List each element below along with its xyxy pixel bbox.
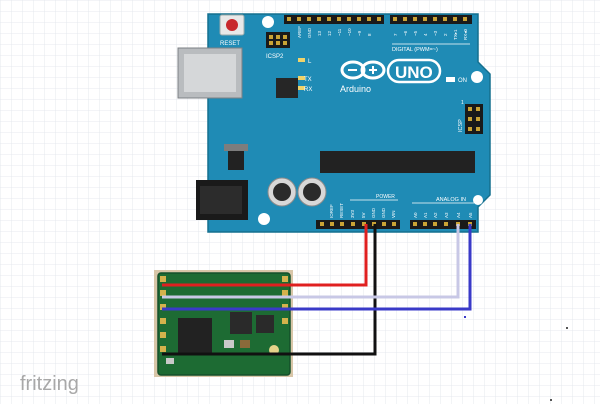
wire-gnd[interactable] (162, 224, 377, 356)
pin-label-3: ~3 (433, 30, 438, 36)
arduino-name: Arduino (340, 84, 371, 94)
pin-label-gnd-2: GND (381, 207, 386, 218)
uno-model: UNO (395, 63, 433, 82)
icsp2-label: ICSP2 (266, 54, 284, 60)
pin-label-2: 2 (443, 33, 448, 36)
pin-label-a1: A1 (423, 212, 428, 218)
rx-led (298, 86, 305, 90)
stray-dot (550, 399, 552, 401)
pin-label-8: 8 (367, 33, 372, 36)
pin-label-tx1: TX▸1 (453, 29, 458, 40)
l-led (298, 58, 305, 62)
regulator-tab (224, 144, 248, 151)
atmega-microcontroller (320, 151, 475, 173)
voltage-regulator (228, 150, 244, 170)
analog-header (410, 220, 476, 229)
digital-header-right (390, 15, 472, 24)
stray-dot (566, 327, 568, 329)
pin-label-10: ~10 (347, 28, 352, 36)
wire-a5[interactable] (162, 224, 472, 311)
pin-label-reset: RESET (339, 203, 344, 218)
pin-label-a3: A3 (444, 212, 449, 218)
analog-label: ANALOG IN (436, 197, 466, 203)
mounting-hole (262, 16, 274, 28)
l-led-label: L (308, 59, 312, 65)
capacitor-top (303, 183, 321, 201)
module-chip (256, 315, 274, 333)
module-component (224, 340, 234, 348)
pin-label-a0: A0 (413, 212, 418, 218)
uno-badge (386, 58, 442, 84)
capacitor-top (273, 183, 291, 201)
pin-label-11: ~11 (337, 28, 342, 36)
on-led (446, 77, 455, 82)
tx-led (298, 76, 305, 80)
power-header (316, 220, 400, 229)
fritzing-watermark: fritzing (20, 373, 79, 395)
pin-label-a5: A5 (468, 212, 473, 218)
board-pcb (207, 13, 491, 233)
module-component (166, 358, 174, 364)
on-led-label: ON (458, 78, 467, 84)
module-pins-left (160, 276, 166, 352)
power-jack-inner (200, 186, 242, 214)
icsp2-header (266, 32, 290, 48)
pin-label-13: 13 (317, 30, 322, 36)
wire-5v[interactable] (162, 224, 368, 287)
pin-label-7: 7 (393, 33, 398, 36)
pin-label-rx0: RX◂0 (463, 28, 468, 40)
module-pins-right (282, 276, 288, 324)
pin-label-9: ~9 (357, 30, 362, 36)
pin-label-5v: 5V (361, 212, 366, 218)
pin-label-vin: VIN (391, 210, 396, 218)
reset-label: RESET (220, 41, 240, 47)
pin-label-12: 12 (327, 30, 332, 36)
mounting-hole (471, 71, 483, 83)
tx-led-label: TX (304, 77, 312, 83)
arduino-uno-board[interactable]: RESET ICSP2 (177, 13, 491, 233)
mounting-hole (473, 195, 483, 205)
pin-label-a4: A4 (456, 212, 461, 218)
icsp-label: ICSP (458, 119, 464, 132)
pin-label-a2: A2 (433, 212, 438, 218)
pin-label-gnd-1: GND (371, 207, 376, 218)
pin-label-gnd: GND (307, 27, 312, 38)
pin-label-3v3: 3V3 (350, 209, 355, 218)
pin-label-5: ~5 (413, 30, 418, 36)
wires (162, 224, 568, 401)
usb-connector-inner (184, 54, 236, 92)
module-chip (230, 312, 252, 334)
usb-chip (276, 78, 298, 98)
icsp-pin-1: 1 (461, 100, 464, 106)
digital-header-left (284, 15, 384, 24)
pin-label-ioref: IOREF (329, 204, 334, 218)
arduino-logo (340, 60, 386, 80)
rx-led-label: RX (304, 87, 312, 93)
wire-a4[interactable] (162, 224, 460, 299)
reset-button-cap[interactable] (226, 19, 238, 31)
module-chip-main (178, 318, 212, 354)
icsp-header (465, 104, 483, 134)
power-label: POWER (376, 194, 395, 200)
pin-label-6: ~6 (403, 30, 408, 36)
mounting-hole (258, 213, 270, 225)
wire-bendpoint (464, 316, 466, 318)
module-component (240, 340, 250, 348)
pin-label-4: 4 (423, 33, 428, 36)
pin-label-aref: AREF (297, 26, 302, 38)
digital-label: DIGITAL (PWM=~) (392, 47, 438, 53)
